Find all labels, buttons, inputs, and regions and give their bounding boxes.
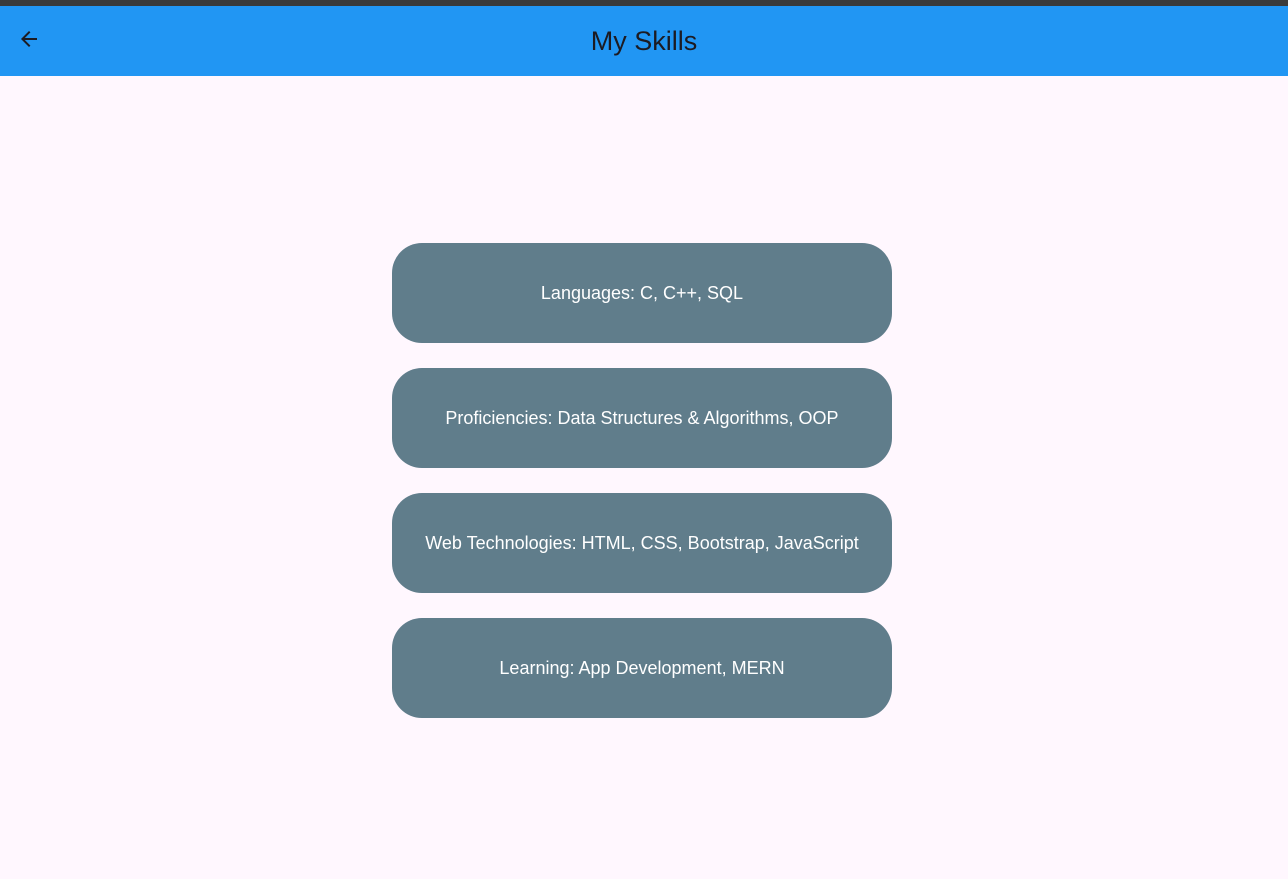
- window-top-strip: [0, 0, 1288, 6]
- skill-card-learning[interactable]: Learning: App Development, MERN: [392, 618, 892, 718]
- page-title: My Skills: [590, 26, 698, 56]
- skill-card-languages[interactable]: Languages: C, C++, SQL: [392, 243, 892, 343]
- arrow-back-icon: [17, 27, 41, 56]
- skill-label: Proficiencies: Data Structures & Algorit…: [445, 407, 839, 428]
- skills-list: Languages: C, C++, SQL Proficiencies: Da…: [392, 243, 892, 743]
- skill-card-web-technologies[interactable]: Web Technologies: HTML, CSS, Bootstrap, …: [392, 493, 892, 593]
- skill-card-proficiencies[interactable]: Proficiencies: Data Structures & Algorit…: [392, 368, 892, 468]
- app-bar: My Skills: [0, 6, 1288, 76]
- skill-label: Languages: C, C++, SQL: [540, 282, 744, 303]
- skill-label: Learning: App Development, MERN: [499, 657, 785, 678]
- back-button[interactable]: [9, 21, 49, 61]
- skill-label: Web Technologies: HTML, CSS, Bootstrap, …: [425, 532, 859, 553]
